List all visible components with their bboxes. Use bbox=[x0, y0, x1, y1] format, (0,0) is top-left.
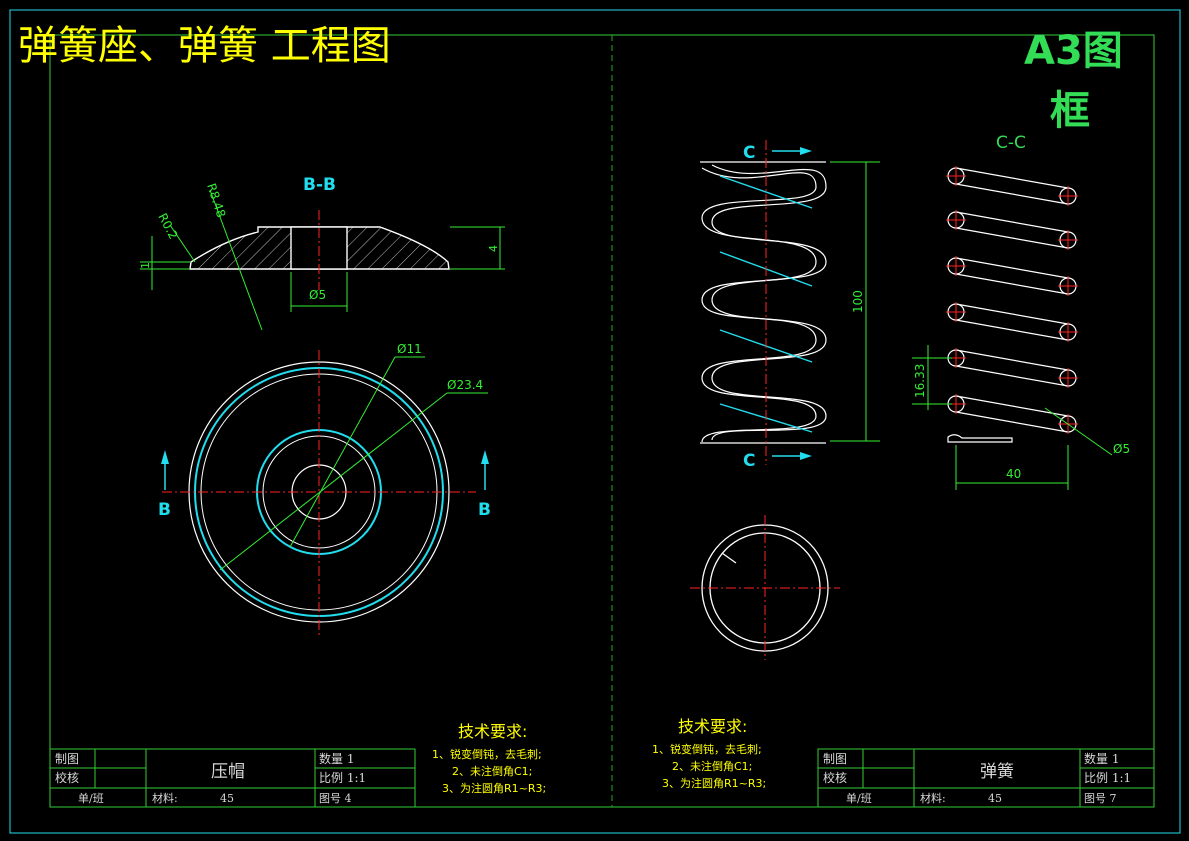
title-block-right: 制图 校核 单/班 弹簧 数量 1 比例 1:1 材料: 45 图号 7 bbox=[817, 748, 1155, 808]
section-label-c-c: C-C bbox=[996, 133, 1026, 153]
dim-length-100: 100 bbox=[851, 290, 865, 313]
section-view-b-b: B-B 1 4 Ø5 R0.2 R8.48 bbox=[139, 175, 505, 331]
dim-width-40: 40 bbox=[1006, 467, 1021, 481]
section-label-b-b: B-B bbox=[303, 175, 336, 195]
sheet-title: 弹簧座、弹簧 工程图 bbox=[18, 23, 391, 69]
dim-r02: R0.2 bbox=[155, 211, 180, 242]
tb-right-quantity: 数量 1 bbox=[1084, 751, 1119, 766]
dim-wire-dia: Ø5 bbox=[1113, 442, 1130, 456]
tech-heading-left: 技术要求: bbox=[458, 722, 527, 741]
dim-pitch: 16.33 bbox=[913, 364, 927, 398]
tb-right-checked: 校核 bbox=[823, 770, 847, 785]
tech-requirements-left: 技术要求: 1、锐变倒钝，去毛刺; 2、未注倒角C1; 3、为注圆角R1~R3; bbox=[432, 722, 546, 795]
cut-marker-c-bottom: C bbox=[743, 451, 755, 471]
tb-left-scale: 比例 1:1 bbox=[319, 771, 366, 785]
section-view-c-c: C-C 16.33 bbox=[912, 133, 1130, 490]
dim-bore: Ø5 bbox=[309, 288, 326, 302]
tb-left-material: 45 bbox=[220, 792, 234, 805]
tech-line-right-2: 2、未注倒角C1; bbox=[672, 759, 752, 773]
tb-left-quantity: 数量 1 bbox=[319, 751, 354, 766]
tech-line-left-2: 2、未注倒角C1; bbox=[452, 764, 532, 778]
cut-marker-b-right: B bbox=[478, 500, 491, 520]
tb-left-class: 单/班 bbox=[78, 792, 104, 805]
tb-left-drawing-no: 图号 4 bbox=[319, 792, 352, 805]
cut-marker-c-top: C bbox=[743, 143, 755, 163]
tb-right-part-name: 弹簧 bbox=[980, 762, 1014, 782]
cut-marker-b-left: B bbox=[158, 500, 171, 520]
tb-left-drawn: 制图 bbox=[55, 752, 79, 766]
tb-right-drawn: 制图 bbox=[823, 752, 847, 766]
tb-right-scale: 比例 1:1 bbox=[1084, 771, 1131, 785]
frame-label-line1: A3图 bbox=[1024, 28, 1123, 74]
tb-right-class: 单/班 bbox=[846, 792, 872, 805]
tech-requirements-right: 技术要求: 1、锐变倒钝，去毛刺; 2、未注倒角C1; 3、为注圆角R1~R3; bbox=[652, 717, 766, 790]
tech-line-left-3: 3、为注圆角R1~R3; bbox=[442, 781, 546, 795]
tb-right-material-label: 材料: bbox=[920, 791, 946, 805]
title-block-left: 制图 校核 单/班 压帽 数量 1 比例 1:1 材料: 45 图号 4 bbox=[49, 748, 416, 808]
tb-right-drawing-no: 图号 7 bbox=[1084, 792, 1117, 805]
spring-end-view bbox=[690, 515, 840, 660]
tb-left-material-label: 材料: bbox=[152, 791, 178, 805]
dim-r848: R8.48 bbox=[204, 182, 228, 220]
frame-label-line2: 框 bbox=[1050, 88, 1090, 134]
dim-height-4: 4 bbox=[487, 245, 500, 252]
top-view-spring-seat: Ø11 Ø23.4 B B bbox=[158, 342, 491, 635]
tb-left-part-name: 压帽 bbox=[211, 762, 245, 782]
tech-heading-right: 技术要求: bbox=[678, 717, 747, 736]
sheet-frame bbox=[9, 9, 1181, 834]
dim-thickness-1: 1 bbox=[139, 262, 152, 269]
tb-right-material: 45 bbox=[988, 792, 1002, 805]
tech-line-right-1: 1、锐变倒钝，去毛刺; bbox=[652, 742, 762, 756]
dim-d11: Ø11 bbox=[397, 342, 422, 356]
dim-d234: Ø23.4 bbox=[447, 378, 483, 392]
tb-left-checked: 校核 bbox=[55, 770, 79, 785]
tech-line-left-1: 1、锐变倒钝，去毛刺; bbox=[432, 747, 542, 761]
tech-line-right-3: 3、为注圆角R1~R3; bbox=[662, 776, 766, 790]
spring-front-view: C C 100 bbox=[700, 140, 880, 471]
